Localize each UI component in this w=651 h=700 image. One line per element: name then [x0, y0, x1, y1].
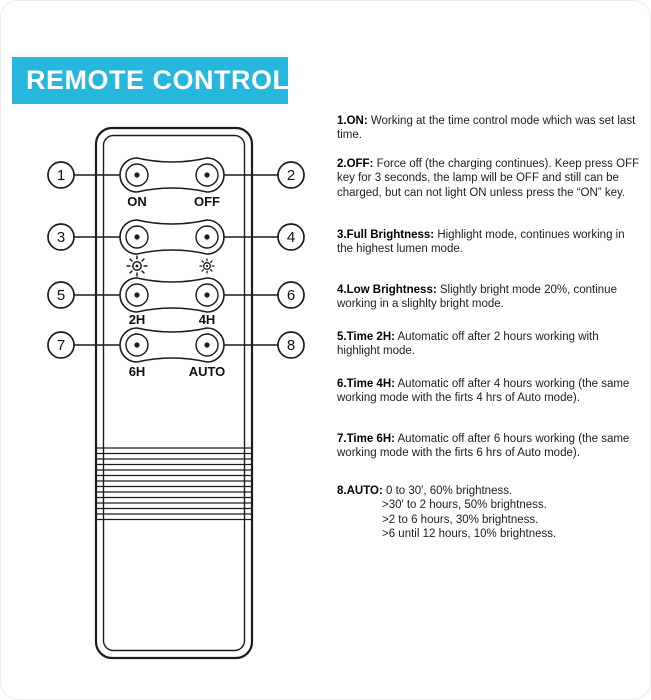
svg-text:2: 2	[287, 167, 295, 184]
callout-3: 3	[47, 223, 120, 251]
on-off-buttons	[119, 157, 225, 193]
callout-2: 2	[224, 161, 305, 189]
instruction-1: 1.ON: Working at the time control mode w…	[337, 115, 636, 142]
callout-5: 5	[47, 281, 120, 309]
instruction-3: 3.Full Brightness: Highlight mode, conti…	[337, 229, 625, 256]
instruction-8: 8.AUTO: 0 to 30′, 60% brightness. >30′ t…	[337, 484, 643, 542]
page-title: REMOTE CONTROL	[26, 65, 290, 95]
instruction-6: 6.Time 4H: Automatic off after 4 hours w…	[337, 378, 630, 405]
timer-4h-button	[195, 283, 219, 307]
svg-text:1: 1	[57, 167, 65, 184]
auto-mode-step: >6 until 12 hours, 10% brightness.	[382, 528, 557, 541]
on-label: ON	[127, 194, 147, 209]
remote-body	[94, 126, 254, 660]
speaker-grille	[97, 447, 251, 521]
instruction-4: 4.Low Brightness: Slightly bright mode 2…	[337, 284, 617, 311]
svg-text:5: 5	[57, 287, 65, 304]
off-button	[195, 163, 219, 187]
timer-2h-button	[125, 283, 149, 307]
svg-text:7: 7	[57, 337, 65, 354]
4h-label: 4H	[199, 312, 216, 327]
callout-6: 6	[224, 281, 305, 309]
instruction-7: 7.Time 6H: Automatic off after 6 hours w…	[337, 433, 630, 460]
auto-label: AUTO	[189, 364, 226, 379]
sun-bright-icon	[126, 255, 148, 277]
sun-dim-icon	[199, 258, 215, 274]
2h-4h-buttons	[119, 277, 225, 313]
svg-text:8: 8	[287, 337, 295, 354]
on-button	[125, 163, 149, 187]
callout-8: 8	[224, 331, 305, 359]
2h-label: 2H	[129, 312, 146, 327]
instruction-5: 5.Time 2H: Automatic off after 2 hours w…	[337, 331, 599, 358]
auto-mode-step: >30′ to 2 hours, 50% brightness.	[382, 499, 547, 512]
brightness-buttons	[119, 219, 225, 255]
instructions-column: 1.ON: Working at the time control mode w…	[337, 110, 645, 590]
svg-text:6: 6	[287, 287, 295, 304]
full-brightness-button	[125, 225, 149, 249]
svg-text:4: 4	[287, 229, 295, 246]
instruction-2: 2.OFF: Force off (the charging continues…	[337, 158, 640, 199]
remote-illustration: ON OFF	[47, 126, 305, 660]
title-banner: REMOTE CONTROL	[12, 57, 290, 104]
svg-text:3: 3	[57, 229, 65, 246]
timer-6h-button	[125, 333, 149, 357]
auto-button	[195, 333, 219, 357]
callout-4: 4	[224, 223, 305, 251]
off-label: OFF	[194, 194, 220, 209]
callout-7: 7	[47, 331, 120, 359]
callout-1: 1	[47, 161, 120, 189]
6h-auto-buttons	[119, 327, 225, 363]
low-brightness-button	[195, 225, 219, 249]
auto-mode-step: >2 to 6 hours, 30% brightness.	[382, 513, 539, 526]
6h-label: 6H	[129, 364, 146, 379]
